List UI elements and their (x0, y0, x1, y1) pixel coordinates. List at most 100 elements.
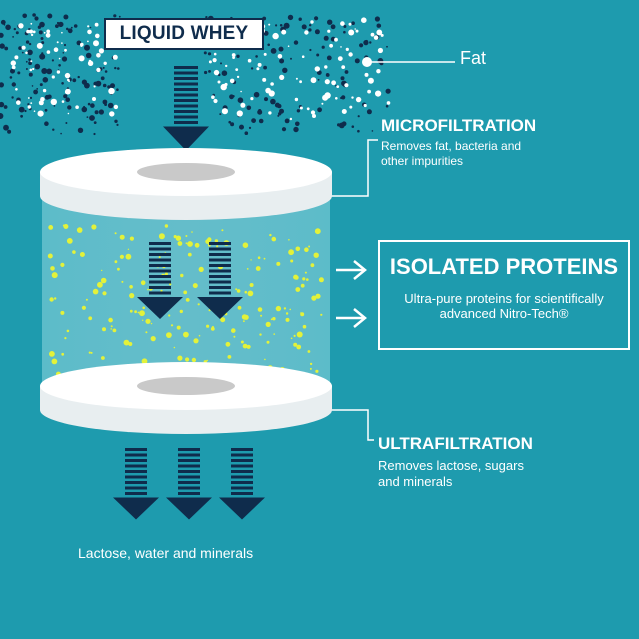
protein-particle (304, 271, 307, 274)
fat-particle (46, 50, 51, 54)
protein-particle (271, 236, 277, 242)
ultrafiltration-leader-line (330, 409, 374, 441)
fat-particle (30, 60, 33, 63)
fat-particle (42, 88, 47, 93)
fat-particle (78, 55, 85, 62)
fat-particle (87, 29, 92, 35)
dark-particle (287, 14, 294, 21)
dark-particle (89, 26, 92, 29)
protein-particle (269, 233, 272, 237)
protein-particle (185, 235, 188, 237)
microfiltration-disc (40, 148, 332, 220)
dark-particle (253, 91, 260, 98)
dark-particle (27, 49, 33, 56)
dark-particle (298, 17, 302, 21)
protein-particle (240, 340, 244, 344)
protein-particle (220, 317, 226, 323)
protein-particle (246, 344, 251, 349)
fat-particle (50, 98, 57, 106)
fat-particle (32, 67, 35, 71)
protein-particle (158, 233, 165, 240)
dark-particle (55, 24, 59, 28)
dark-particle (0, 43, 5, 49)
protein-particle (290, 337, 293, 340)
dark-particle (77, 75, 80, 79)
dark-particle (27, 103, 30, 106)
output-arrow-bottom (336, 308, 367, 328)
fat-particle (354, 28, 357, 30)
output-arrow-top (336, 260, 367, 280)
protein-particle (66, 238, 73, 244)
protein-particle (243, 320, 245, 323)
dark-particle (359, 43, 364, 48)
fat-particle (92, 97, 96, 101)
protein-particle (235, 288, 238, 291)
dark-particle (44, 94, 50, 100)
fat-particle (96, 67, 101, 73)
protein-particle (275, 305, 282, 312)
protein-particle (310, 263, 315, 268)
fat-particle (87, 25, 90, 28)
protein-particle (127, 248, 130, 250)
protein-particle (185, 242, 188, 245)
fat-particle (87, 60, 94, 66)
protein-particle (250, 259, 252, 261)
protein-particle (129, 236, 134, 241)
dark-particle (25, 68, 28, 70)
dark-particle (0, 19, 6, 25)
dark-particle (116, 123, 119, 126)
fat-particle (324, 79, 330, 85)
fat-particle (58, 57, 61, 60)
protein-particle (304, 247, 309, 252)
protein-particle (296, 331, 303, 338)
fat-particle (113, 104, 119, 110)
isolated-proteins-title: ISOLATED PROTEINS (389, 254, 619, 279)
dark-particle (25, 40, 30, 44)
fat-particle (337, 56, 343, 61)
protein-particle (302, 277, 306, 281)
dark-particle (248, 126, 252, 129)
fat-particle (272, 32, 279, 40)
fat-particle (36, 42, 43, 49)
dark-particle (39, 83, 43, 87)
fat-particle (217, 80, 221, 84)
dark-particle (63, 94, 68, 99)
fat-particle (25, 51, 28, 55)
dark-particle (255, 55, 258, 58)
dark-particle (29, 96, 33, 99)
flow-arrows (137, 66, 243, 319)
dark-particle (32, 13, 36, 17)
fat-particle (45, 32, 51, 38)
protein-particle (244, 290, 248, 294)
dark-particle (22, 13, 28, 19)
dark-particle (104, 103, 107, 106)
output-label: Lactose, water and minerals (78, 545, 254, 561)
protein-particle (309, 362, 313, 366)
protein-particle (176, 325, 181, 330)
fat-particle (51, 75, 55, 79)
dark-particle (325, 73, 330, 77)
protein-particle (308, 245, 311, 248)
ultrafiltration-disc-hole (137, 377, 235, 395)
protein-particle (260, 314, 263, 317)
protein-particle (198, 266, 204, 272)
dark-particle (34, 63, 41, 70)
protein-particle (114, 260, 118, 264)
fat-particle (236, 110, 243, 117)
dark-particle (102, 83, 107, 88)
dark-particle (81, 106, 88, 113)
dark-particle (270, 98, 276, 105)
protein-particle (283, 307, 287, 310)
protein-particle (191, 231, 193, 233)
protein-particle (140, 280, 146, 286)
fat-particle (33, 110, 36, 112)
protein-particle (306, 278, 309, 281)
protein-particle (100, 277, 107, 284)
fat-particle (265, 87, 271, 94)
ultrafiltration-description: Removes lactose, sugars and minerals (378, 458, 524, 489)
protein-particle (88, 351, 91, 354)
dark-particle (228, 120, 231, 124)
output-arrow-left (113, 448, 159, 520)
dark-particle (3, 105, 8, 109)
dark-particle (230, 122, 235, 127)
